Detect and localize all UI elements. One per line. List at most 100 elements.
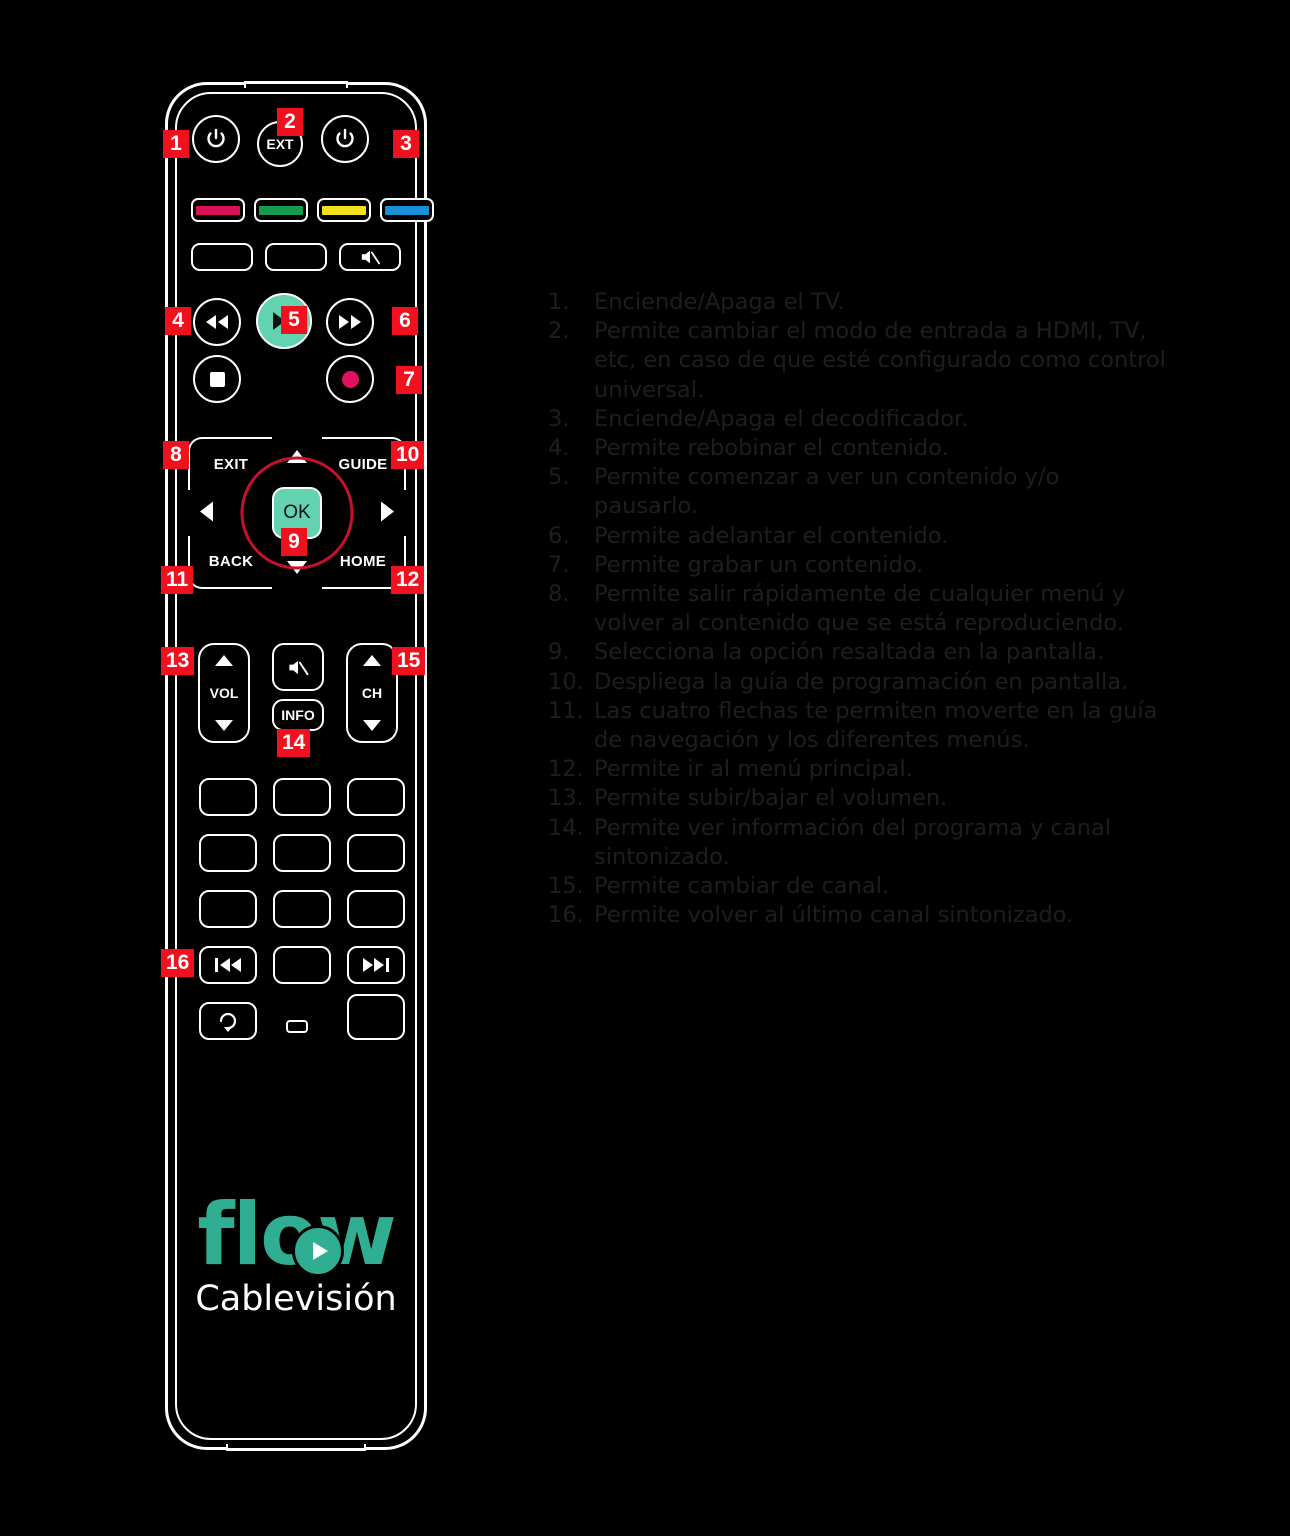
function-button-middle[interactable]	[265, 243, 327, 271]
red-color-swatch	[196, 205, 240, 215]
legend-item-number: 3.	[548, 405, 570, 432]
volume-down-icon	[215, 720, 233, 732]
callout-badge-9: 9	[281, 528, 307, 556]
legend-item-number: 14.	[548, 814, 584, 841]
power-decoder-button[interactable]	[321, 115, 369, 163]
rewind-button[interactable]	[193, 298, 241, 346]
function-button-left[interactable]	[191, 243, 253, 271]
callout-badge-7: 7	[396, 366, 422, 394]
legend-item-number: 10.	[548, 668, 584, 695]
keypad-button[interactable]	[273, 946, 331, 984]
legend-item-number: 15.	[548, 873, 584, 900]
legend-item-text: Permite rebobinar el contenido.	[594, 435, 949, 462]
arrow-right-icon	[381, 501, 394, 522]
legend-item: 13. Permite subir/bajar el volumen.	[548, 784, 1168, 813]
callout-badge-16: 16	[161, 949, 195, 977]
replay-icon	[219, 1012, 237, 1032]
keypad-button[interactable]	[199, 778, 257, 816]
keypad-button[interactable]	[273, 834, 331, 872]
legend-item-number: 4.	[548, 435, 570, 462]
legend-item-number: 7.	[548, 551, 570, 578]
volume-rocker[interactable]: VOL	[198, 643, 250, 743]
legend-item-text: Permite subir/bajar el volumen.	[594, 785, 948, 812]
home-label: HOME	[339, 553, 387, 570]
legend-item: 15. Permite cambiar de canal.	[548, 872, 1168, 901]
callout-badge-8: 8	[163, 441, 189, 469]
brand-name-flow: flow	[197, 1192, 396, 1278]
legend-item-text: Permite salir rápidamente de cualquier m…	[594, 581, 1126, 637]
keypad-button[interactable]	[347, 778, 405, 816]
legend-list: 1.Enciende/Apaga el TV.2.Permite cambiar…	[548, 288, 1168, 930]
power-tv-button[interactable]	[192, 115, 240, 163]
fast-forward-button[interactable]	[326, 298, 374, 346]
info-label: INFO	[281, 707, 315, 723]
callout-badge-14: 14	[277, 729, 311, 757]
callout-badge-2: 2	[277, 108, 303, 136]
legend-item-text: Permite ir al menú principal.	[594, 756, 913, 783]
legend-item-text: Despliega la guía de programación en pan…	[594, 668, 1129, 695]
replay-button[interactable]	[199, 1002, 257, 1040]
remote-top-notch	[244, 81, 348, 88]
legend-item-text: Permite cambiar de canal.	[594, 873, 890, 900]
yellow-color-swatch	[322, 205, 366, 215]
stop-button[interactable]	[193, 355, 241, 403]
keypad-button[interactable]	[199, 834, 257, 872]
blue-color-swatch	[385, 205, 429, 215]
dpad-right-button[interactable]	[381, 501, 394, 525]
keypad-button[interactable]	[347, 994, 405, 1040]
record-button[interactable]	[326, 355, 374, 403]
callout-badge-10: 10	[391, 441, 425, 469]
legend-item-number: 8.	[548, 581, 570, 608]
legend-item-number: 9.	[548, 639, 570, 666]
keypad-button[interactable]	[273, 890, 331, 928]
dpad-cluster: EXIT GUIDE BACK HOME	[188, 437, 406, 589]
legend-item-number: 11.	[548, 697, 584, 724]
play-circle-icon	[292, 1225, 345, 1277]
mute-button[interactable]	[272, 643, 324, 691]
callout-badge-1: 1	[163, 130, 189, 158]
skip-forward-button[interactable]	[347, 946, 405, 984]
brand-sub-cablevision: Cablevisión	[195, 1278, 397, 1319]
keypad-button[interactable]	[347, 834, 405, 872]
power-icon	[336, 128, 354, 148]
dpad-highlight-ring	[240, 456, 354, 570]
legend-item-text: Permite comenzar a ver un contenido y/o …	[594, 464, 1060, 520]
legend-item-number: 5.	[548, 464, 570, 491]
ext-label: EXT	[266, 136, 294, 152]
legend-item: 2.Permite cambiar el modo de entrada a H…	[548, 317, 1168, 405]
skip-back-button[interactable]	[199, 946, 257, 984]
callout-badge-12: 12	[391, 566, 425, 594]
legend-item-number: 13.	[548, 785, 584, 812]
blue-color-button[interactable]	[380, 198, 434, 222]
channel-down-icon	[363, 720, 381, 732]
green-color-button[interactable]	[254, 198, 308, 222]
info-button[interactable]: INFO	[272, 699, 324, 731]
legend-item: 11.Las cuatro flechas te permiten movert…	[548, 697, 1168, 755]
keypad-button[interactable]	[347, 890, 405, 928]
legend-item: 14. Permite ver información del programa …	[548, 814, 1168, 872]
indicator-led	[286, 1020, 308, 1033]
ch-label: CH	[361, 684, 383, 701]
stop-icon	[209, 371, 225, 387]
red-color-button[interactable]	[191, 198, 245, 222]
keypad-button[interactable]	[273, 778, 331, 816]
channel-rocker[interactable]: CH	[346, 643, 398, 743]
mute-small-button[interactable]	[339, 243, 401, 271]
exit-label: EXIT	[213, 456, 249, 473]
ok-label: OK	[283, 502, 311, 523]
legend-item-text: Permite ver información del programa y c…	[594, 814, 1112, 870]
legend-item: 3. Enciende/Apaga el decodificador.	[548, 405, 1168, 434]
legend-item: 16.Permite volver al último canal sinton…	[548, 901, 1168, 930]
fast-forward-icon	[339, 315, 361, 329]
skip-forward-icon	[363, 958, 389, 972]
legend-item-number: 12.	[548, 756, 584, 783]
legend-item-text: Permite volver al último canal sintoniza…	[594, 902, 1074, 929]
mute-icon	[289, 660, 309, 675]
legend-item-text: Enciende/Apaga el decodificador.	[594, 405, 969, 432]
keypad-button[interactable]	[199, 890, 257, 928]
dpad-left-button[interactable]	[200, 501, 213, 525]
yellow-color-button[interactable]	[317, 198, 371, 222]
volume-up-icon	[215, 654, 233, 666]
mute-icon	[361, 250, 380, 265]
